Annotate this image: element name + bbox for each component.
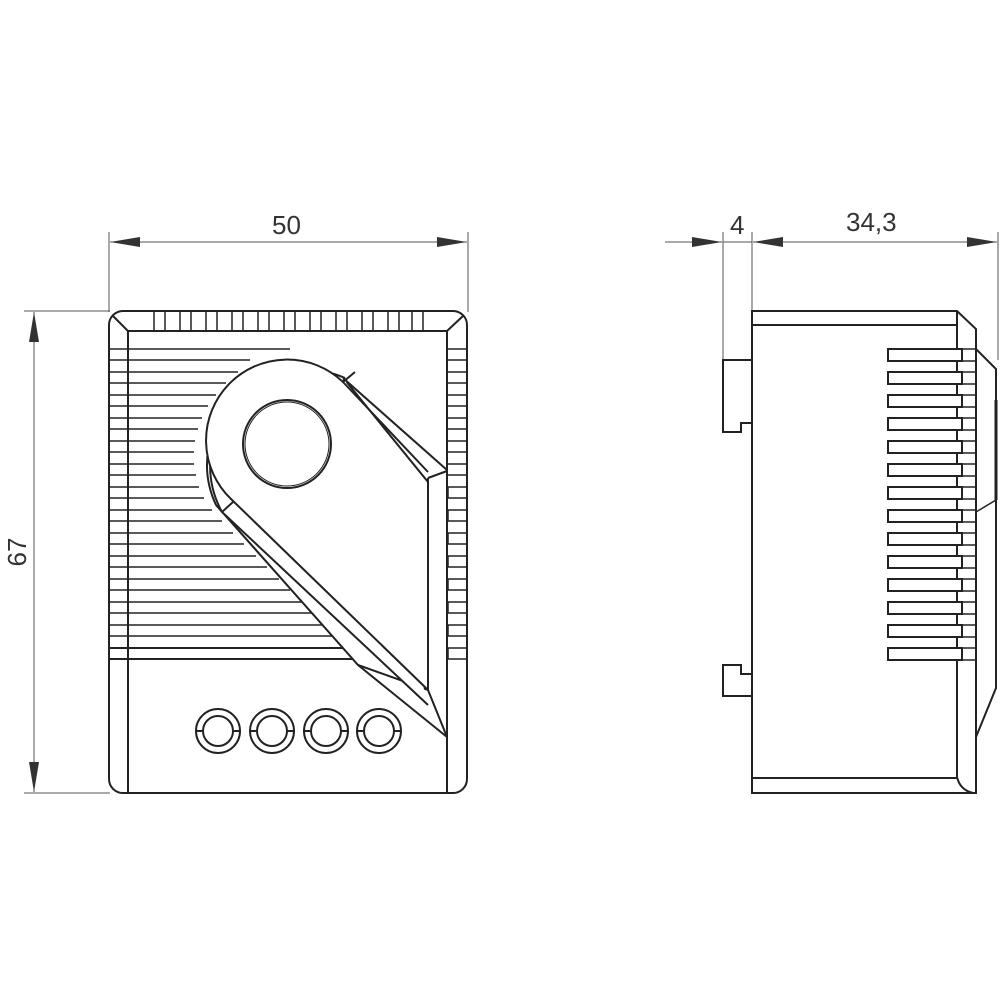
- left-vent-slots: [109, 348, 128, 660]
- top-vent-slots: [153, 312, 424, 331]
- terminal-3: [303, 708, 349, 754]
- terminal-holes: [195, 708, 402, 754]
- dial-knob: [242, 399, 332, 489]
- terminal-1: [195, 708, 241, 754]
- width-dimension-label: 50: [272, 210, 301, 240]
- dial-housing: [205, 358, 448, 738]
- fin-edges: [962, 348, 976, 661]
- body-depth-label: 34,3: [846, 207, 897, 237]
- side-cooling-fins: [887, 348, 963, 661]
- right-vent-slots: [447, 348, 468, 660]
- terminal-2: [249, 708, 295, 754]
- side-view: [722, 310, 998, 794]
- height-dimension-label: 67: [2, 537, 32, 567]
- mount-depth-label: 4: [730, 210, 745, 240]
- din-clip-top: [722, 359, 752, 433]
- front-width-dimension: [108, 232, 469, 312]
- front-height-dimension: [24, 310, 110, 794]
- din-clip-bottom: [722, 664, 752, 697]
- terminal-4: [356, 708, 402, 754]
- front-view: [108, 310, 468, 794]
